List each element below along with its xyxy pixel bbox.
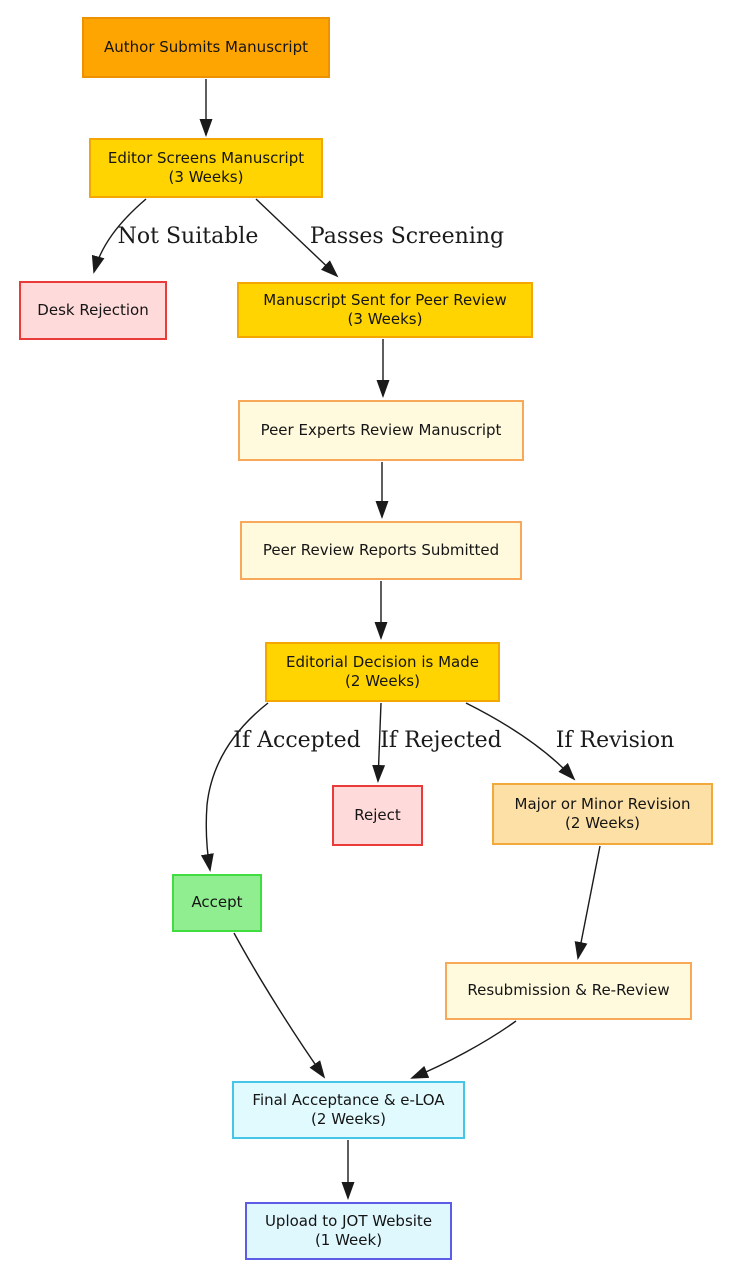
edge-revision-to-resub [574,845,601,960]
edge-resub-to-final [410,1020,517,1079]
node-major-minor-revision: Major or Minor Revision (2 Weeks) [492,783,713,845]
node-editor-screens: Editor Screens Manuscript (3 Weeks) [89,138,323,198]
node-reject: Reject [332,785,423,846]
node-label: Major or Minor Revision [514,794,691,813]
node-sent-peer-review: Manuscript Sent for Peer Review (3 Weeks… [237,282,533,338]
node-peer-reports-submitted: Peer Review Reports Submitted [240,521,522,580]
node-resubmission-rereview: Resubmission & Re-Review [445,962,692,1020]
edge-label-if-accepted: If Accepted [233,728,361,753]
node-label: Editorial Decision is Made [286,652,479,671]
edge-editor-to-desk [91,198,147,274]
node-sublabel: (3 Weeks) [168,168,244,186]
node-label: Editor Screens Manuscript [107,148,305,167]
edge-decision-to-accept [200,702,269,872]
edge-decision-to-revision [465,702,576,781]
node-upload-jot: Upload to JOT Website (1 Week) [245,1202,452,1260]
node-final-acceptance: Final Acceptance & e-LOA (2 Weeks) [232,1081,465,1139]
edge-label-if-revision: If Revision [555,728,675,753]
edge-editor-to-sent [255,198,339,278]
node-label: Final Acceptance & e-LOA [252,1090,445,1109]
node-sublabel: (2 Weeks) [345,672,420,690]
node-label: Peer Review Reports Submitted [262,540,500,559]
edge-accept-to-final [233,932,326,1079]
node-sublabel: (2 Weeks) [565,814,640,832]
node-label: Resubmission & Re-Review [467,981,670,1000]
node-editorial-decision: Editorial Decision is Made (2 Weeks) [265,642,500,702]
node-desk-rejection: Desk Rejection [19,281,167,340]
node-label: Reject [354,805,401,824]
node-label: Peer Experts Review Manuscript [260,420,502,439]
node-label: Author Submits Manuscript [103,37,308,56]
node-sublabel: (1 Week) [314,1231,383,1249]
edge-label-passes-screening: Passes Screening [309,224,505,249]
node-author-submits: Author Submits Manuscript [82,17,330,78]
node-label: Accept [191,893,243,912]
node-accept: Accept [172,874,262,932]
edge-label-not-suitable: Not Suitable [117,224,259,249]
node-label: Desk Rejection [37,300,149,319]
node-sublabel: (2 Weeks) [311,1110,386,1128]
edge-label-if-rejected: If Rejected [380,728,502,753]
node-label: Upload to JOT Website [264,1211,433,1230]
node-label: Manuscript Sent for Peer Review [263,290,507,309]
node-peer-experts-review: Peer Experts Review Manuscript [238,400,524,461]
edge-decision-to-reject [372,702,386,783]
node-sublabel: (3 Weeks) [347,310,423,328]
